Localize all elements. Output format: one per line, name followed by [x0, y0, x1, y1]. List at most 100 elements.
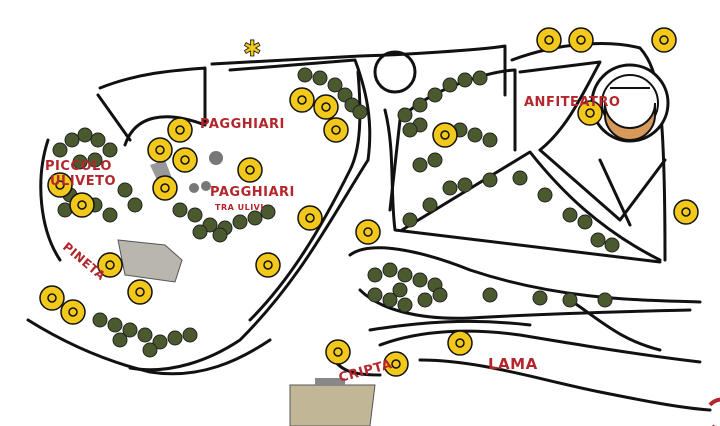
label-anfiteatro: ANFITEATRO — [524, 95, 620, 110]
tree — [417, 292, 433, 308]
path-top — [210, 44, 507, 97]
roundabout — [373, 50, 417, 94]
playground-icon[interactable] — [167, 117, 193, 143]
tree — [467, 127, 483, 143]
tree — [72, 154, 88, 170]
car-icon[interactable] — [673, 199, 699, 225]
tree — [127, 197, 143, 213]
tree — [402, 212, 418, 228]
hotdog-icon[interactable] — [69, 192, 95, 218]
tree — [482, 172, 498, 188]
wheelchair-icon[interactable] — [152, 175, 178, 201]
sign-icon[interactable] — [172, 147, 198, 173]
tree — [92, 312, 108, 328]
tree — [422, 197, 438, 213]
path-river3 — [418, 358, 712, 412]
tree — [260, 204, 276, 220]
camera-icon[interactable] — [383, 351, 409, 377]
food-icon[interactable] — [313, 94, 339, 120]
restaurant-icon[interactable] — [355, 219, 381, 245]
food-icon[interactable] — [60, 299, 86, 325]
tc-logo-icon[interactable] — [297, 205, 323, 231]
tc-logo-icon[interactable] — [127, 279, 153, 305]
tree — [64, 132, 80, 148]
tree — [392, 282, 408, 298]
path-lower2 — [358, 288, 692, 320]
bicycle-icon[interactable] — [568, 27, 594, 53]
tree — [367, 267, 383, 283]
tree — [604, 237, 620, 253]
tree — [512, 170, 528, 186]
anfiteatro-building — [590, 63, 670, 143]
tree — [87, 152, 103, 168]
tree — [562, 207, 578, 223]
tree — [472, 70, 488, 86]
tree — [597, 292, 613, 308]
drink-icon[interactable] — [39, 285, 65, 311]
tree — [192, 224, 208, 240]
drink-icon[interactable] — [289, 87, 315, 113]
cripta-building — [289, 384, 376, 426]
path-left — [39, 138, 62, 262]
tree — [412, 157, 428, 173]
food-icon[interactable] — [432, 122, 458, 148]
sign-icon[interactable] — [325, 339, 351, 365]
tree — [590, 232, 606, 248]
cripta-steps — [315, 378, 345, 386]
pineta-building — [117, 239, 183, 283]
camera-icon[interactable] — [577, 100, 603, 126]
restaurant-icon[interactable] — [147, 137, 173, 163]
camera-icon[interactable] — [97, 252, 123, 278]
tree — [102, 207, 118, 223]
label-piccolo: PICCOLO — [45, 159, 112, 174]
tree — [457, 72, 473, 88]
bench-icon[interactable] — [47, 172, 73, 198]
tree — [397, 267, 413, 283]
path-right3 — [538, 148, 667, 222]
tree — [562, 292, 578, 308]
tree — [397, 297, 413, 313]
path-right4 — [598, 158, 632, 227]
motorbike-icon[interactable] — [536, 27, 562, 53]
tree — [577, 214, 593, 230]
tree — [482, 132, 498, 148]
tree — [122, 322, 138, 338]
tree — [152, 334, 168, 350]
logo-arc — [708, 397, 720, 426]
tree — [102, 142, 118, 158]
path-right — [510, 42, 667, 262]
tree — [142, 342, 158, 358]
tree — [442, 77, 458, 93]
tree — [482, 287, 498, 303]
ice-cream-icon[interactable] — [323, 117, 349, 143]
tree — [427, 87, 443, 103]
tree — [232, 214, 248, 230]
trullo-3 — [209, 151, 223, 165]
path-center2 — [383, 108, 662, 264]
label-pagghiari-tra-ulivi: PAGGHIARI — [210, 185, 295, 200]
tree — [367, 287, 383, 303]
tree — [352, 104, 368, 120]
tree — [532, 290, 548, 306]
tree — [172, 202, 188, 218]
tree — [382, 292, 398, 308]
tree — [537, 187, 553, 203]
tree — [402, 122, 418, 138]
tree — [112, 332, 128, 348]
food-icon[interactable] — [255, 252, 281, 278]
path-right2 — [518, 60, 602, 152]
path-river — [378, 329, 702, 364]
trees — [52, 67, 620, 358]
tree — [457, 177, 473, 193]
tree — [167, 330, 183, 346]
restroom-icon[interactable] — [651, 27, 677, 53]
tree — [327, 77, 343, 93]
tree — [212, 227, 228, 243]
medical-star-icon: ✱ — [243, 37, 261, 62]
camera-icon[interactable] — [237, 157, 263, 183]
tree — [427, 152, 443, 168]
restroom-icon[interactable] — [447, 330, 473, 356]
tree — [432, 287, 448, 303]
